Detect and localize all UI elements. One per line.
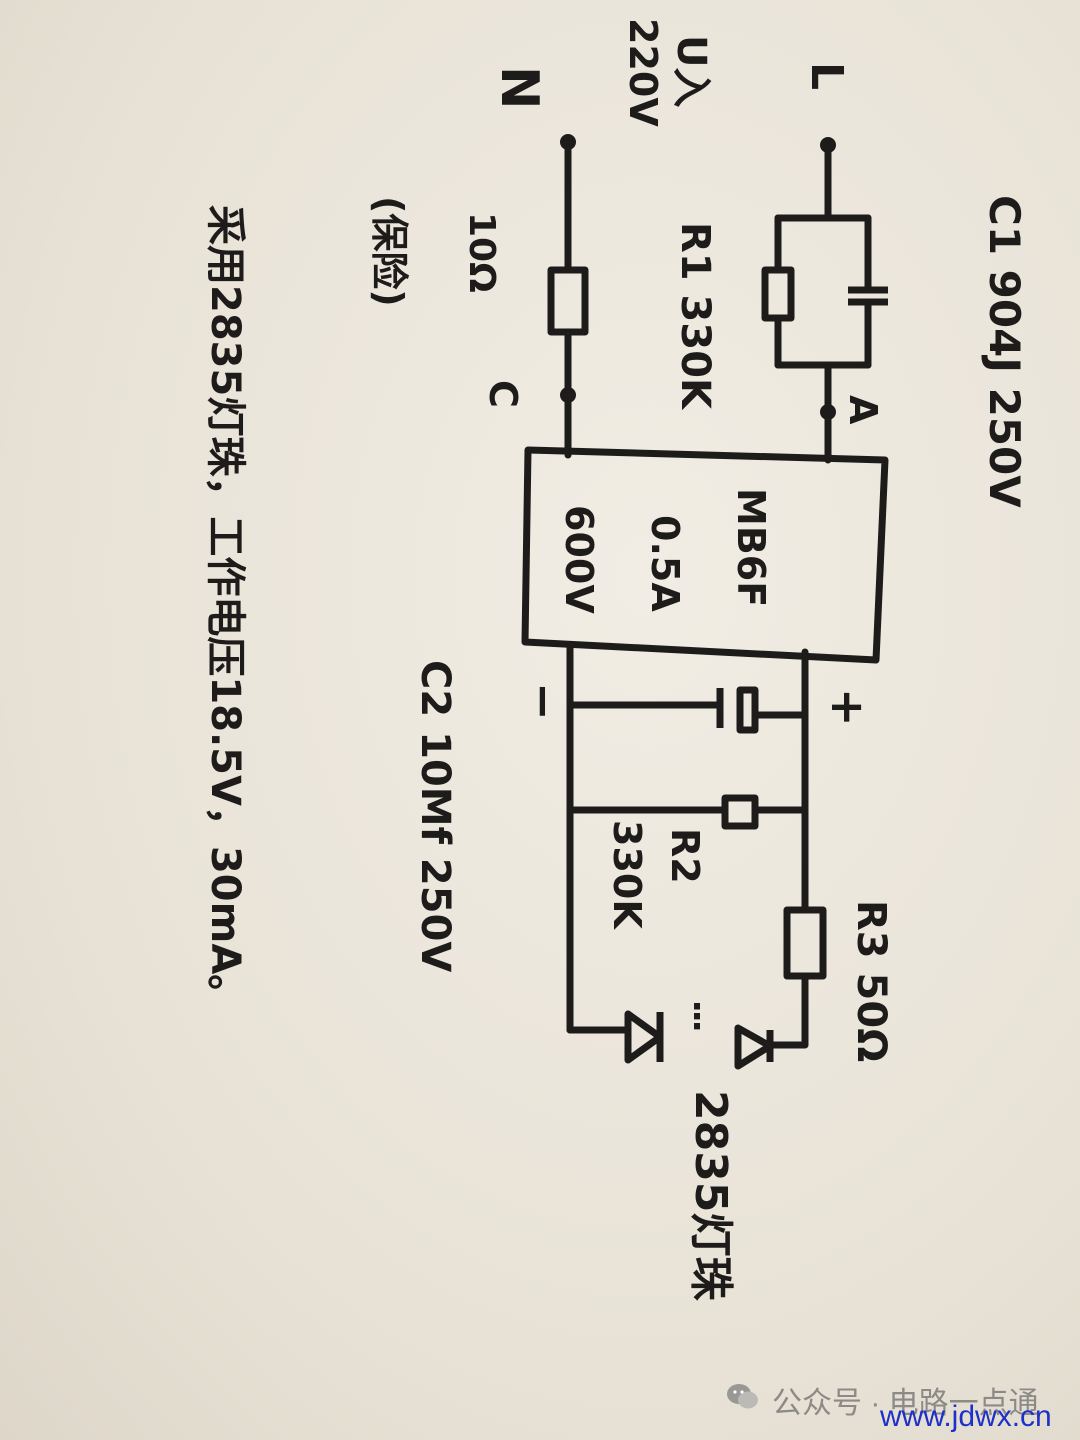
label-led: 2835灯珠 — [685, 1090, 736, 1301]
wire-r3-to-led — [766, 972, 809, 1049]
fuse-resistor — [547, 266, 589, 336]
note-text: 采用2835灯珠，工作电压18.5V，30mA。 — [202, 205, 248, 1014]
led-top — [734, 1024, 774, 1070]
label-r2: R2 — [663, 828, 707, 884]
label-bridge-current: 0.5A — [643, 515, 687, 612]
label-input-voltage-symbol: U入 — [668, 35, 714, 107]
node-n-dot — [560, 134, 576, 150]
r2-resistor — [721, 794, 759, 830]
wechat-icon — [727, 1384, 758, 1409]
label-bridge-part: MB6F — [729, 488, 773, 607]
label-r1: R1 330K — [672, 222, 718, 411]
label-c2: C2 10Mf 250V — [412, 660, 458, 972]
wire-c2-branch — [568, 701, 809, 719]
label-bridge-voltage: 600V — [557, 505, 601, 614]
label-minus: − — [517, 682, 571, 721]
watermark-text: 公众号 · 电路一点通 — [772, 1387, 1039, 1420]
label-r3: R3 50Ω — [848, 900, 894, 1062]
bridge-rectifier — [521, 446, 889, 664]
label-c1: C1 904J 250V — [980, 195, 1029, 508]
c1-capacitor — [848, 286, 888, 306]
label-line: L — [801, 62, 852, 90]
led-bottom — [624, 1010, 664, 1064]
node-l-dot — [820, 137, 836, 153]
label-fuse-note: (保险) — [367, 196, 411, 307]
label-neutral: N — [489, 66, 549, 110]
label-r2-value: 330K — [605, 820, 649, 930]
node-c-dot — [560, 387, 576, 403]
label-input-voltage: 220V — [621, 18, 665, 127]
label-fuse-value: 10Ω — [461, 212, 502, 293]
label-plus: + — [821, 688, 875, 727]
label-led-dots: ⋮ — [680, 997, 714, 1037]
label-node-a: A — [841, 395, 885, 425]
node-a-dot — [820, 404, 836, 420]
c2-capacitor — [716, 686, 759, 734]
label-node-c: C — [481, 380, 525, 408]
watermark-url[interactable]: www.jdwx.cn — [880, 1400, 1052, 1433]
r1-resistor — [761, 266, 795, 322]
r3-resistor — [783, 906, 827, 980]
